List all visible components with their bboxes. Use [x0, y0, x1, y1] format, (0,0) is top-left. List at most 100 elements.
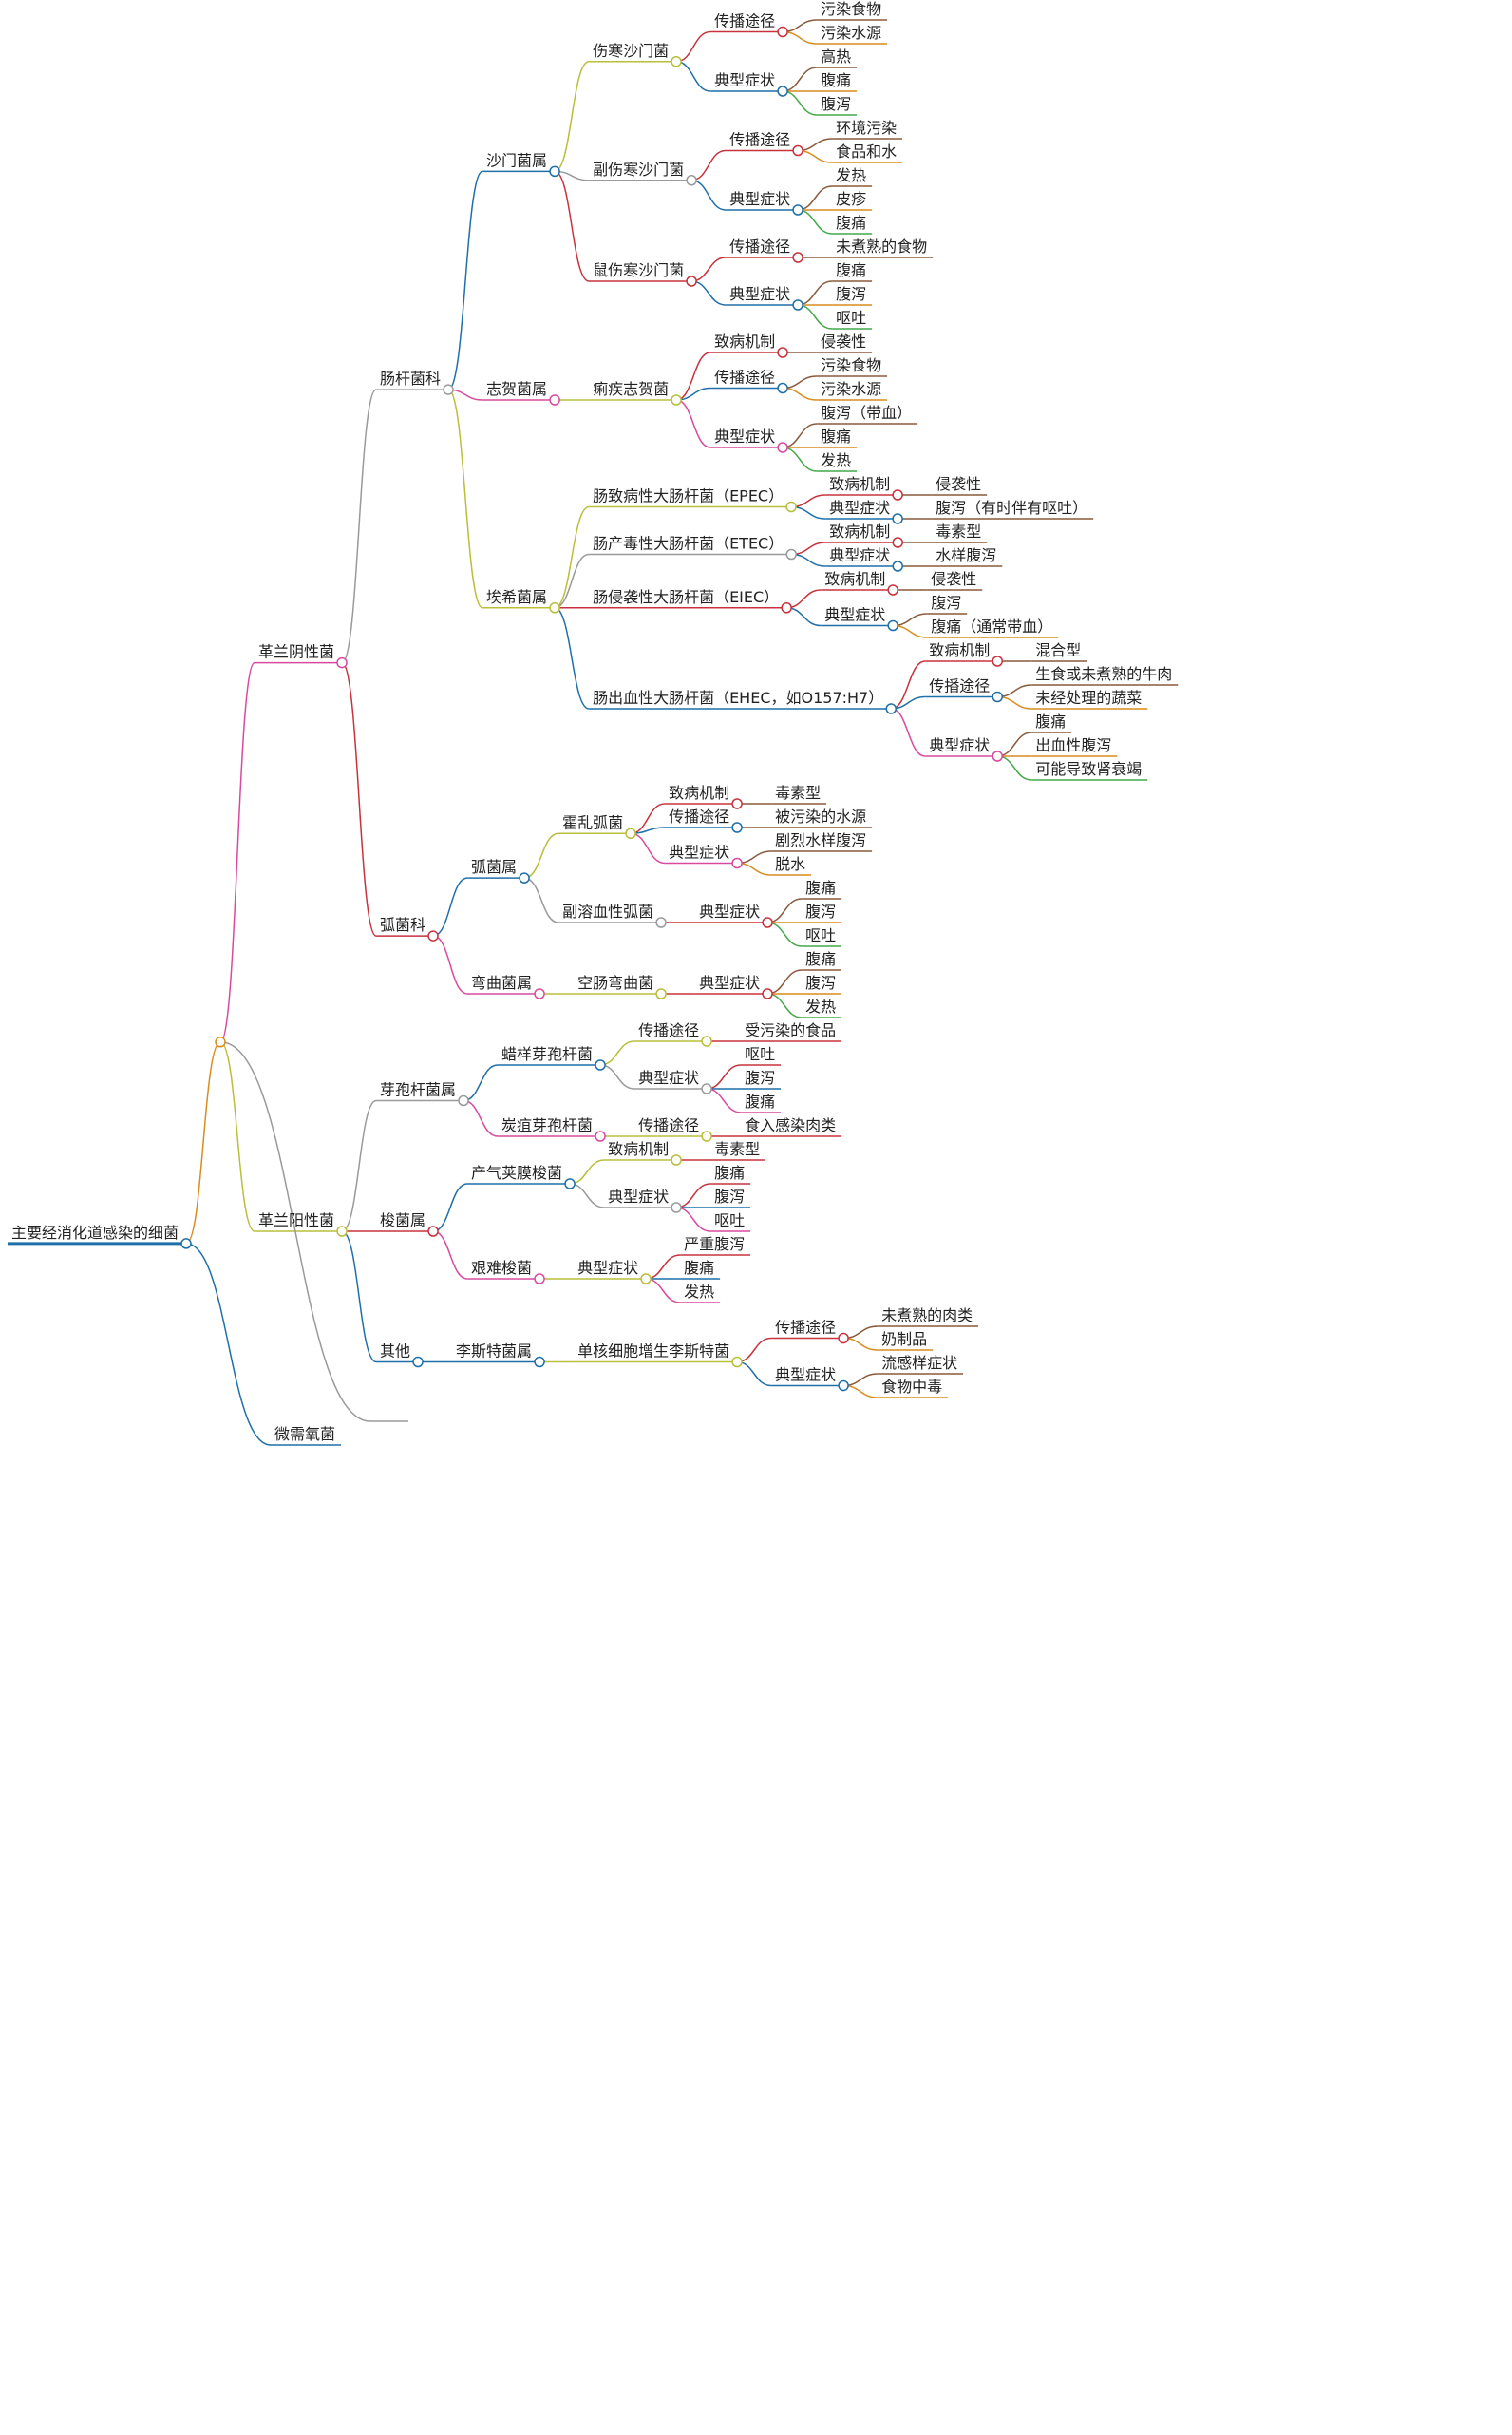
- branch-topic-label[interactable]: 弧菌科: [380, 916, 425, 934]
- leaf-topic-label[interactable]: 水样腹泻: [936, 546, 996, 564]
- branch-topic-label[interactable]: 其他: [380, 1342, 410, 1360]
- branch-topic-label[interactable]: 典型症状: [699, 903, 760, 921]
- leaf-topic-label[interactable]: 流感样症状: [881, 1354, 957, 1372]
- collapse-toggle-icon[interactable]: [549, 394, 560, 406]
- branch-topic-label[interactable]: 副溶血性弧菌: [562, 903, 653, 921]
- leaf-topic-label[interactable]: 污染食物: [821, 0, 881, 18]
- collapse-toggle-icon[interactable]: [595, 1059, 606, 1071]
- collapse-toggle-icon[interactable]: [686, 276, 697, 287]
- collapse-toggle-icon[interactable]: [992, 656, 1003, 667]
- collapse-toggle-icon[interactable]: [885, 703, 897, 714]
- collapse-toggle-icon[interactable]: [701, 1131, 712, 1142]
- collapse-toggle-icon[interactable]: [785, 501, 797, 513]
- leaf-topic-label[interactable]: 微需氧菌: [274, 1425, 335, 1443]
- branch-topic-label[interactable]: 致病机制: [824, 570, 885, 588]
- leaf-topic-label[interactable]: 污染食物: [821, 356, 881, 374]
- collapse-toggle-icon[interactable]: [180, 1238, 192, 1249]
- leaf-topic-label[interactable]: 发热: [805, 998, 836, 1016]
- collapse-toggle-icon[interactable]: [777, 347, 788, 358]
- collapse-toggle-icon[interactable]: [534, 988, 545, 999]
- leaf-topic-label[interactable]: 腹痛: [821, 71, 851, 89]
- branch-topic-label[interactable]: 典型症状: [669, 844, 729, 862]
- leaf-topic-label[interactable]: 呕吐: [745, 1045, 775, 1063]
- collapse-toggle-icon[interactable]: [458, 1094, 469, 1107]
- collapse-toggle-icon[interactable]: [777, 442, 788, 453]
- collapse-toggle-icon[interactable]: [792, 144, 803, 157]
- collapse-toggle-icon[interactable]: [777, 26, 788, 38]
- branch-topic-label[interactable]: 典型症状: [824, 606, 885, 624]
- collapse-toggle-icon[interactable]: [534, 1273, 545, 1284]
- branch-topic-label[interactable]: 传播途径: [775, 1319, 836, 1337]
- collapse-toggle-icon[interactable]: [892, 537, 903, 548]
- leaf-topic-label[interactable]: 腹痛: [805, 879, 836, 897]
- leaf-topic-label[interactable]: 腹泻: [805, 974, 836, 992]
- branch-topic-label[interactable]: 典型症状: [729, 190, 790, 208]
- branch-topic-label[interactable]: 传播途径: [714, 12, 775, 30]
- branch-topic-label[interactable]: 革兰阳性菌: [258, 1211, 334, 1229]
- branch-topic-label[interactable]: 典型症状: [929, 736, 990, 754]
- collapse-toggle-icon[interactable]: [731, 822, 743, 833]
- leaf-topic-label[interactable]: 毒素型: [936, 523, 981, 541]
- branch-topic-label[interactable]: 芽孢杆菌属: [380, 1081, 456, 1099]
- leaf-topic-label[interactable]: 混合型: [1035, 641, 1081, 659]
- collapse-toggle-icon[interactable]: [549, 165, 560, 178]
- leaf-topic-label[interactable]: 奶制品: [881, 1330, 927, 1348]
- collapse-toggle-icon[interactable]: [655, 988, 667, 999]
- leaf-topic-label[interactable]: 腹痛（通常带血）: [931, 618, 1052, 636]
- leaf-topic-label[interactable]: 毒素型: [714, 1140, 760, 1158]
- leaf-topic-label[interactable]: 腹痛: [836, 214, 866, 232]
- branch-topic-label[interactable]: 传播途径: [729, 238, 790, 256]
- branch-topic-label[interactable]: 梭菌属: [380, 1211, 425, 1229]
- collapse-toggle-icon[interactable]: [777, 86, 788, 97]
- branch-topic-label[interactable]: 艰难梭菌: [471, 1259, 532, 1277]
- leaf-topic-label[interactable]: 侵袭性: [936, 475, 981, 493]
- leaf-topic-label[interactable]: 腹泻: [714, 1188, 745, 1206]
- collapse-toggle-icon[interactable]: [838, 1332, 849, 1344]
- collapse-toggle-icon[interactable]: [625, 828, 636, 839]
- branch-topic-label[interactable]: 传播途径: [729, 131, 790, 149]
- leaf-topic-label[interactable]: 未煮熟的肉类: [881, 1306, 973, 1324]
- leaf-topic-label[interactable]: 食物中毒: [881, 1378, 942, 1396]
- branch-topic-label[interactable]: 传播途径: [638, 1021, 699, 1039]
- collapse-toggle-icon[interactable]: [887, 619, 898, 632]
- leaf-topic-label[interactable]: 生食或未煮熟的牛肉: [1035, 665, 1172, 683]
- leaf-topic-label[interactable]: 皮疹: [836, 190, 866, 208]
- leaf-topic-label[interactable]: 腹痛: [1035, 713, 1066, 731]
- collapse-toggle-icon[interactable]: [427, 1226, 439, 1237]
- collapse-toggle-icon[interactable]: [595, 1131, 606, 1142]
- branch-topic-label[interactable]: 传播途径: [714, 369, 775, 387]
- branch-topic-label[interactable]: 痢疾志贺菌: [593, 380, 669, 398]
- leaf-topic-label[interactable]: 可能导致肾衰竭: [1035, 760, 1142, 778]
- collapse-toggle-icon[interactable]: [640, 1273, 652, 1284]
- collapse-toggle-icon[interactable]: [781, 602, 792, 614]
- branch-topic-label[interactable]: 传播途径: [638, 1116, 699, 1134]
- branch-topic-label[interactable]: 鼠伤寒沙门菌: [593, 261, 684, 279]
- branch-topic-label[interactable]: 伤寒沙门菌: [593, 42, 669, 60]
- branch-topic-label[interactable]: 典型症状: [638, 1069, 699, 1087]
- branch-topic-label[interactable]: 肠侵袭性大肠杆菌（EIEC）: [593, 588, 779, 606]
- leaf-topic-label[interactable]: 受污染的食品: [745, 1021, 836, 1039]
- branch-topic-label[interactable]: 蜡样芽孢杆菌: [501, 1045, 593, 1063]
- collapse-toggle-icon[interactable]: [701, 1083, 712, 1094]
- leaf-topic-label[interactable]: 腹泻（带血）: [821, 404, 912, 422]
- leaf-topic-label[interactable]: 呕吐: [714, 1211, 745, 1229]
- leaf-topic-label[interactable]: 污染水源: [821, 24, 881, 42]
- collapse-toggle-icon[interactable]: [892, 561, 903, 572]
- branch-topic-label[interactable]: 沙门菌属: [486, 151, 547, 169]
- leaf-topic-label[interactable]: 脱水: [775, 855, 805, 873]
- collapse-toggle-icon[interactable]: [792, 204, 803, 216]
- collapse-toggle-icon[interactable]: [785, 548, 797, 561]
- leaf-topic-label[interactable]: 呕吐: [836, 309, 866, 327]
- leaf-topic-label[interactable]: 未经处理的蔬菜: [1035, 689, 1142, 707]
- leaf-topic-label[interactable]: 侵袭性: [821, 333, 866, 351]
- collapse-toggle-icon[interactable]: [731, 857, 743, 869]
- leaf-topic-label[interactable]: 腹泻: [821, 95, 851, 113]
- leaf-topic-label[interactable]: 发热: [684, 1283, 714, 1301]
- collapse-toggle-icon[interactable]: [549, 602, 560, 614]
- leaf-topic-label[interactable]: 腹痛: [684, 1259, 714, 1277]
- collapse-toggle-icon[interactable]: [336, 656, 348, 669]
- leaf-topic-label[interactable]: 剧烈水样腹泻: [775, 831, 866, 849]
- leaf-topic-label[interactable]: 严重腹泻: [684, 1235, 745, 1253]
- collapse-toggle-icon[interactable]: [336, 1226, 348, 1237]
- collapse-toggle-icon[interactable]: [564, 1178, 576, 1189]
